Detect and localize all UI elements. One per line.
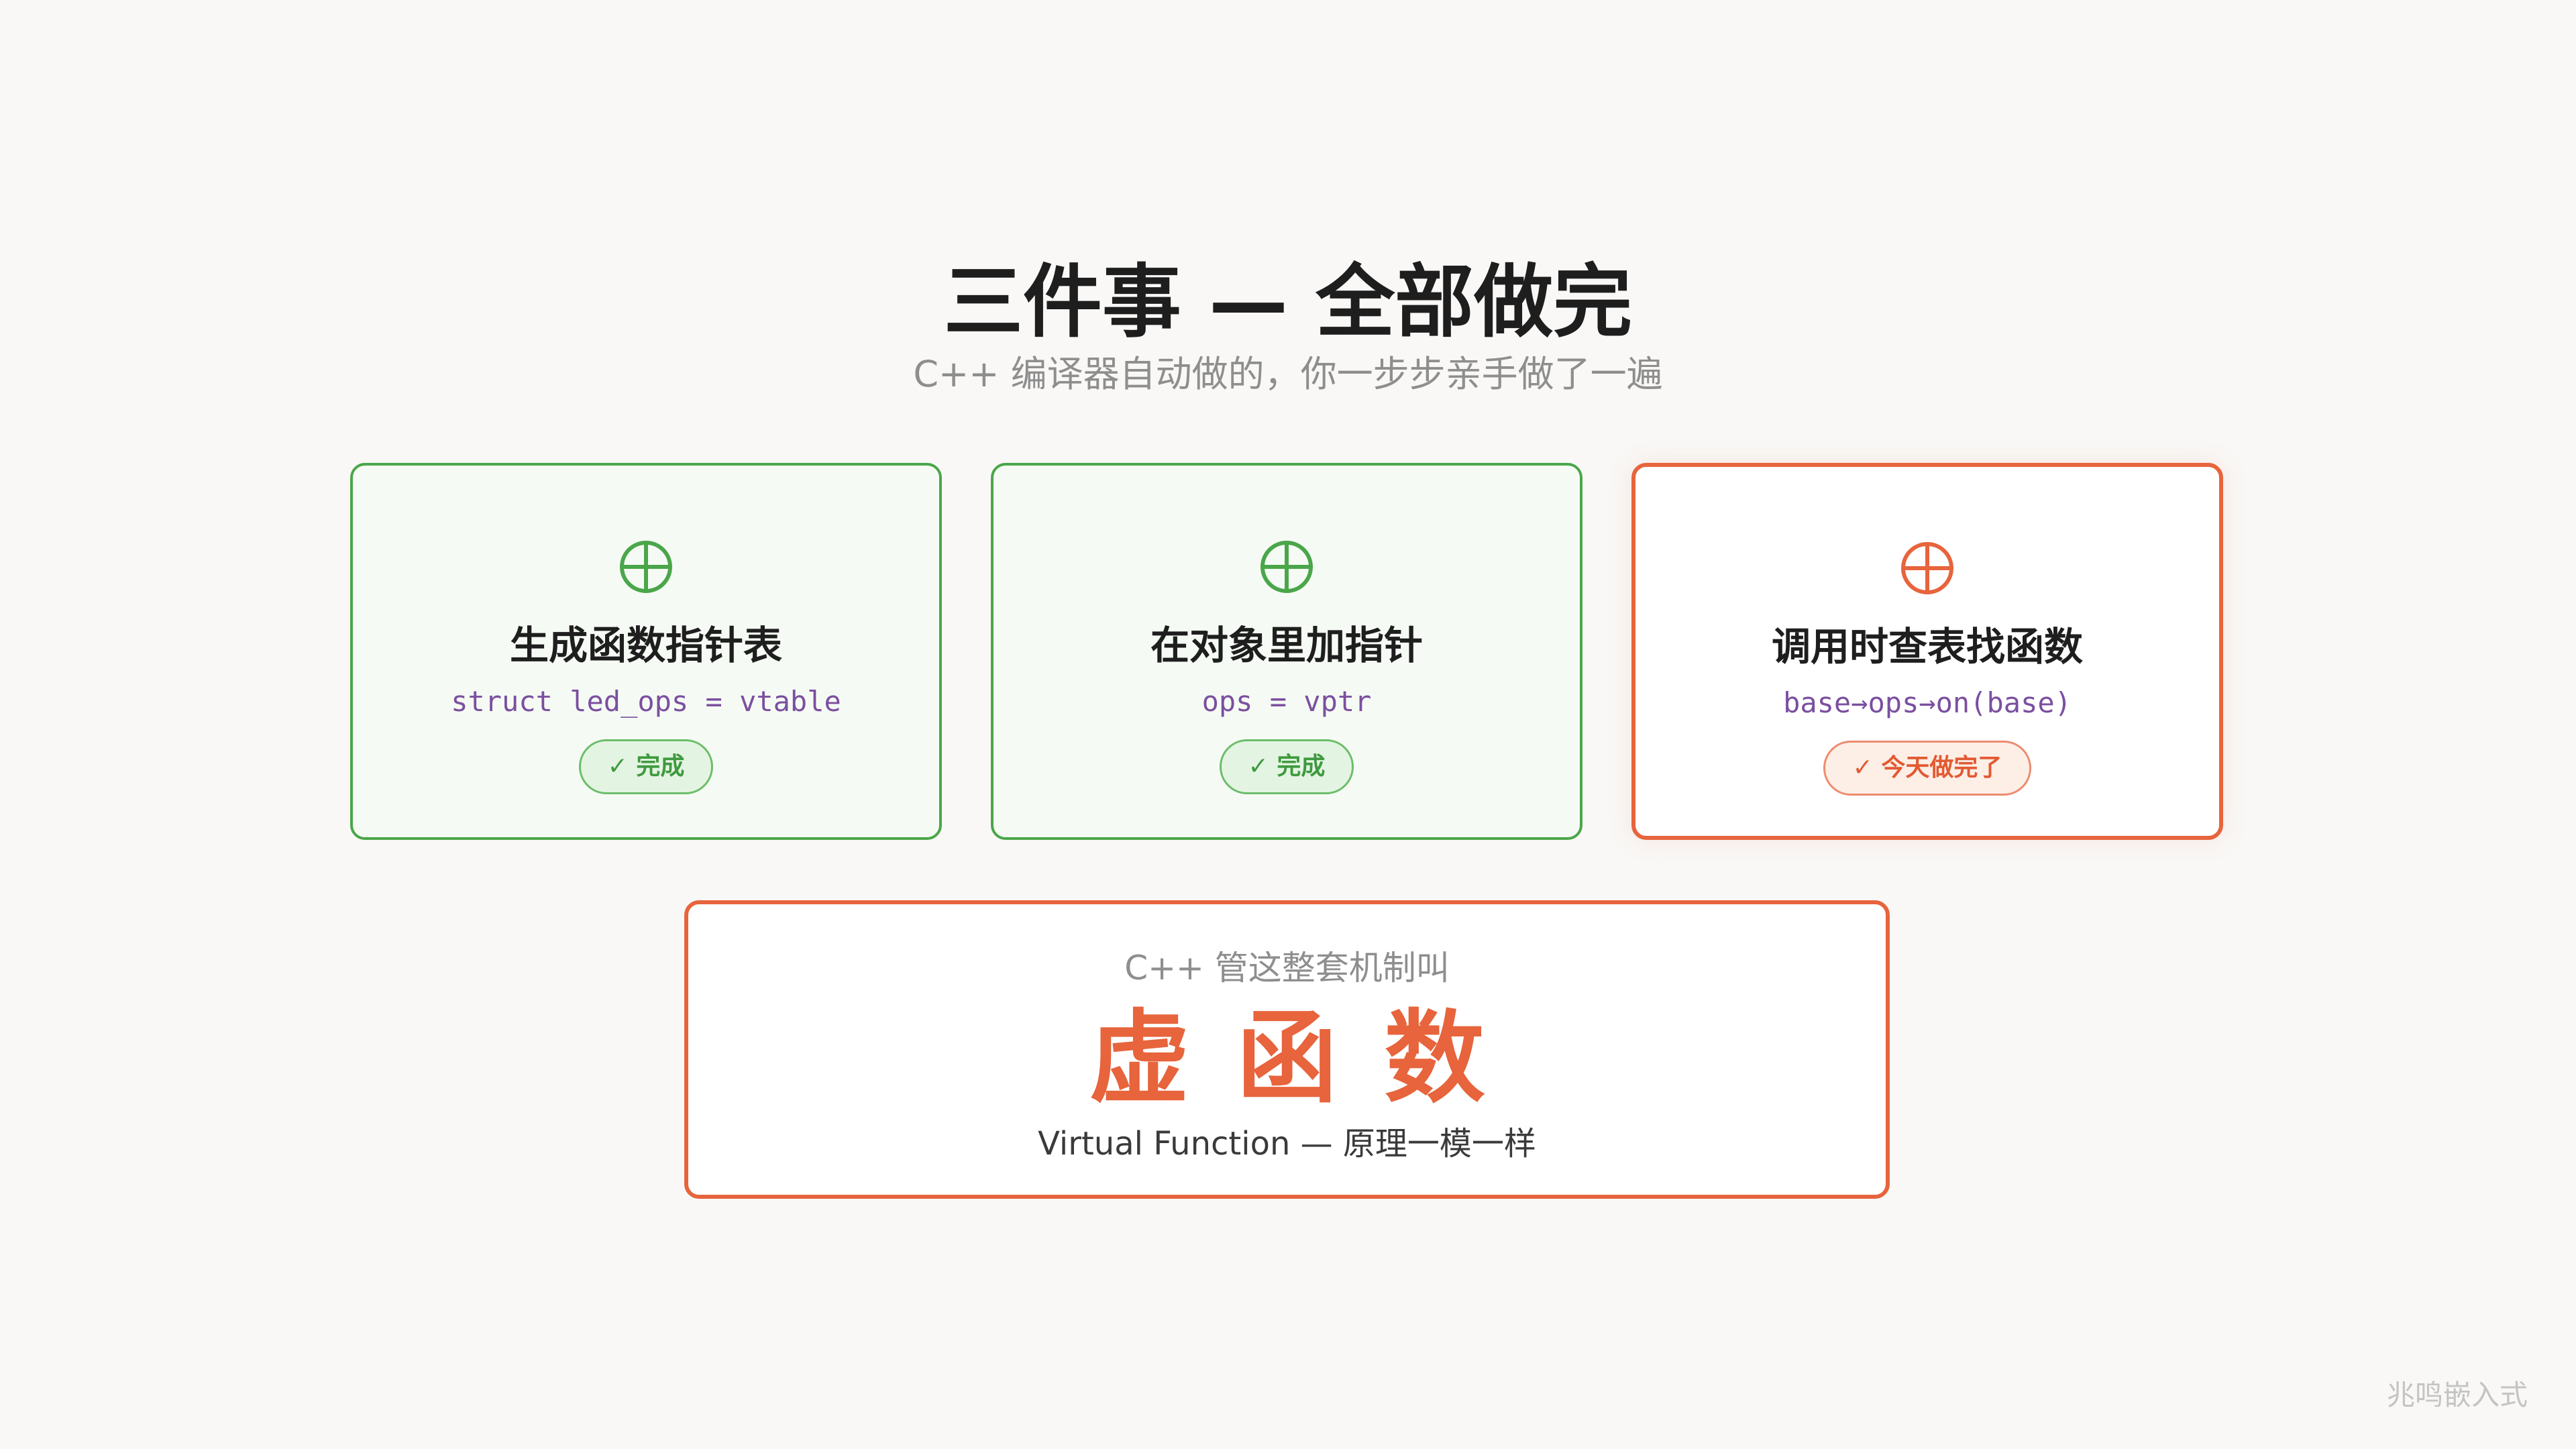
watermark: 兆鸣嵌入式 bbox=[2386, 1379, 2528, 1411]
step-card-code: struct led_ops = vtable bbox=[451, 685, 841, 718]
step-card-title: 在对象里加指针 bbox=[1150, 623, 1423, 668]
status-badge: ✓ 今天做完了 bbox=[1823, 741, 2031, 796]
step-card-code: ops = vptr bbox=[1201, 685, 1372, 718]
step-card-title: 调用时查表找函数 bbox=[1771, 624, 2083, 669]
summary-term: 虚函数 bbox=[1089, 1000, 1532, 1117]
status-badge: ✓ 完成 bbox=[1220, 739, 1354, 794]
summary-lead: C++ 管这整套机制叫 bbox=[1124, 949, 1450, 987]
step-card-vptr: 在对象里加指针 ops = vptr ✓ 完成 bbox=[991, 463, 1582, 840]
step-card-lookup: 调用时查表找函数 base→ops→on(base) ✓ 今天做完了 bbox=[1631, 463, 2223, 840]
page-subtitle: C++ 编译器自动做的，你一步步亲手做了一遍 bbox=[913, 353, 1663, 395]
step-card-title: 生成函数指针表 bbox=[509, 623, 782, 668]
step-card-code: base→ops→on(base) bbox=[1783, 686, 2072, 719]
page-title: 三件事 — 全部做完 bbox=[943, 256, 1633, 348]
summary-description: Virtual Function — 原理一模一样 bbox=[1038, 1125, 1536, 1163]
crosshair-icon bbox=[1900, 541, 1955, 596]
crosshair-icon bbox=[619, 539, 674, 594]
summary-panel: C++ 管这整套机制叫 虚函数 Virtual Function — 原理一模一… bbox=[684, 900, 1890, 1199]
status-badge: ✓ 完成 bbox=[579, 739, 713, 794]
crosshair-icon bbox=[1259, 539, 1314, 594]
step-card-vtable: 生成函数指针表 struct led_ops = vtable ✓ 完成 bbox=[350, 463, 942, 840]
